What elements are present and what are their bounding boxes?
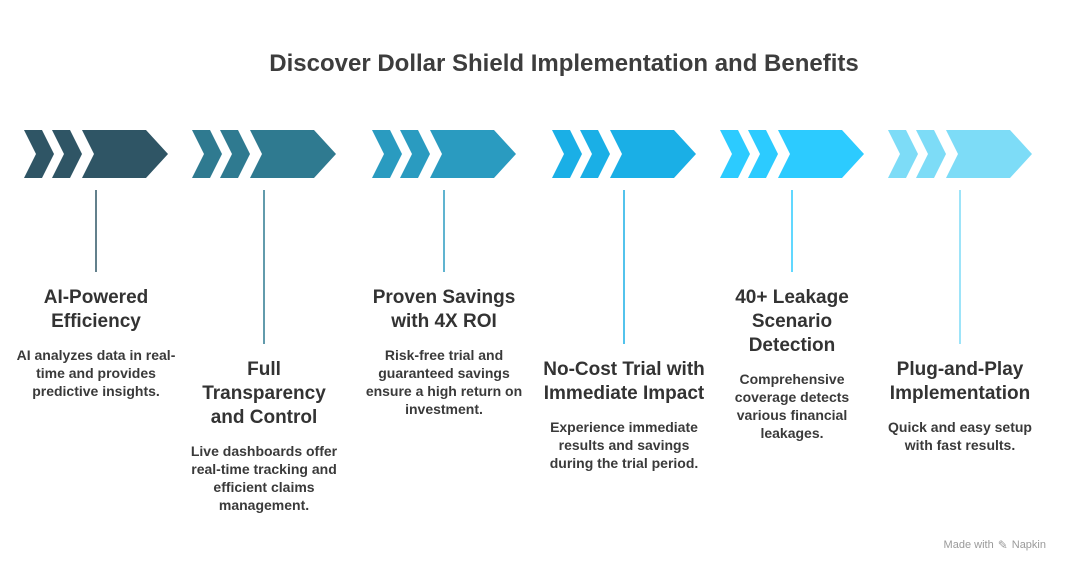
step-2-description: Live dashboards offer real-time tracking…	[190, 443, 338, 513]
step-5-description: Comprehensive coverage detects various f…	[734, 371, 850, 441]
page-title: Discover Dollar Shield Implementation an…	[269, 50, 859, 77]
step-5-chevron-small-2	[748, 130, 778, 178]
step-4-chevron-small-1	[552, 130, 582, 178]
step-6-chevron-large	[946, 130, 1032, 178]
step-4-title: No-Cost Trial with Immediate Impact	[543, 359, 705, 404]
napkin-logo-icon: ✎	[997, 538, 1008, 552]
step-3-description: Risk-free trial and guaranteed savings e…	[365, 347, 523, 417]
step-2-chevron-small-1	[192, 130, 222, 178]
step-2-chevron-small-2	[220, 130, 250, 178]
step-1: AI-Powered Efficiency AI analyzes data i…	[13, 286, 179, 400]
step-2: Full Transparency and Control Live dashb…	[184, 358, 344, 514]
step-6-title: Plug-and-Play Implementation	[889, 359, 1031, 404]
step-3-chevron-large	[430, 130, 516, 178]
step-1-description: AI analyzes data in real-time and provid…	[16, 347, 176, 399]
step-3-title: Proven Savings with 4X ROI	[372, 287, 516, 332]
step-6-chevrons	[888, 130, 1032, 344]
step-1-chevrons	[24, 130, 168, 272]
step-3-chevrons	[372, 130, 516, 272]
step-1-title: AI-Powered Efficiency	[43, 287, 149, 332]
footer-watermark: Made with ✎ Napkin	[944, 538, 1046, 552]
step-6: Plug-and-Play Implementation Quick and e…	[880, 358, 1040, 454]
step-1-chevron-small-2	[52, 130, 82, 178]
step-4-chevron-large	[610, 130, 696, 178]
step-5-chevron-small-1	[720, 130, 750, 178]
step-6-description: Quick and easy setup with fast results.	[888, 419, 1032, 453]
napkin-brand-label: Napkin	[1011, 539, 1046, 551]
step-4-chevron-small-2	[580, 130, 610, 178]
step-3-chevron-small-1	[372, 130, 402, 178]
step-1-chevron-small-1	[24, 130, 54, 178]
step-5-title: 40+ Leakage Scenario Detection	[735, 287, 849, 356]
made-with-label: Made with	[943, 539, 994, 551]
step-2-title: Full Transparency and Control	[202, 359, 326, 428]
step-5-chevrons	[720, 130, 864, 272]
step-2-chevrons	[192, 130, 336, 344]
step-2-chevron-large	[250, 130, 336, 178]
step-4-chevrons	[552, 130, 696, 344]
step-3-chevron-small-2	[400, 130, 430, 178]
step-3: Proven Savings with 4X ROI Risk-free tri…	[360, 286, 528, 418]
step-6-chevron-small-1	[888, 130, 918, 178]
step-4-description: Experience immediate results and savings…	[549, 419, 699, 471]
step-5: 40+ Leakage Scenario Detection Comprehen…	[712, 286, 872, 442]
step-1-chevron-large	[82, 130, 168, 178]
step-4: No-Cost Trial with Immediate Impact Expe…	[542, 358, 706, 472]
step-6-chevron-small-2	[916, 130, 946, 178]
step-5-chevron-large	[778, 130, 864, 178]
